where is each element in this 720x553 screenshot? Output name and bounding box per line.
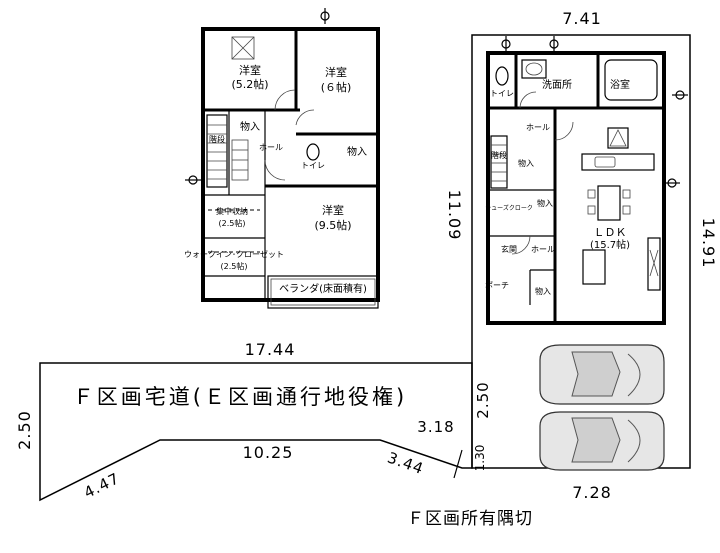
shoe-closet-label: シューズクローク (485, 204, 533, 212)
car-upper (539, 344, 665, 405)
storage-1f-1: 物入 (518, 158, 534, 168)
walk-in-closet-name: ウォークイン･クローゼット (184, 249, 284, 259)
dim-road-inner: 10.25 (243, 443, 294, 462)
veranda-label: ベランダ(床面積有) (279, 282, 367, 295)
dim-road-diag-right: 3.44 (385, 448, 426, 478)
dim-road-top: 17.44 (245, 340, 296, 359)
second-floor-outline (201, 27, 380, 302)
dim-road-left: 2.50 (15, 410, 34, 450)
dim-bottom: 7.28 (572, 483, 612, 502)
stairs-1f (490, 135, 508, 189)
walk-in-closet-size: (2.5帖) (221, 261, 248, 271)
bedroom-ne-name: 洋室 (325, 65, 347, 79)
hall-2f-label: ホール (259, 143, 283, 152)
road-label: Ｆ区画宅道(Ｅ区画通行地役権) (73, 385, 407, 409)
parking-cars (539, 344, 665, 471)
ldk-name: ＬＤＫ (594, 226, 627, 239)
central-storage-name: 集中収納 (216, 206, 248, 216)
storage-1f-3: 物入 (535, 286, 551, 296)
washroom-label: 洗面所 (542, 79, 572, 91)
toilet-2f-label: トイレ (301, 161, 325, 170)
bedroom-ne-size: (６帖) (321, 81, 352, 94)
storage-2f-b: 物入 (347, 145, 367, 158)
veranda (267, 275, 379, 309)
toilet-1f-label: トイレ (490, 89, 514, 98)
dim-road-diag-left: 4.47 (81, 469, 123, 502)
bedroom-nw-size: (5.2帖) (231, 78, 268, 91)
dim-right: 14.91 (699, 218, 718, 269)
second-floor-plan: 洋室 (5.2帖) 洋室 (６帖) 洋室 (9.5帖) 物入 物入 階段 ホール… (184, 8, 380, 309)
corner-cut-label: Ｆ区画所有隅切 (407, 509, 533, 529)
dim-road-width-right: 2.50 (474, 381, 492, 418)
dim-road-right-seg: 3.18 (417, 418, 454, 436)
stairs-2f (206, 114, 249, 188)
dim-left: 11.09 (445, 190, 464, 241)
dimension-labels: 7.41 11.09 14.91 7.28 2.50 1.30 17.44 2.… (15, 9, 718, 502)
storage-1f-2: 物入 (537, 198, 553, 208)
car-lower (539, 411, 665, 471)
bedroom-nw-name: 洋室 (239, 63, 261, 77)
site-and-first-floor: トイレ 洗面所 浴室 階段 ホール ホール 物入 物入 物入 シューズクローク … (471, 34, 691, 469)
stairs-2f-label: 階段 (209, 134, 225, 144)
bedroom-s-name: 洋室 (322, 203, 344, 217)
road-outline (39, 362, 473, 502)
storage-2f-a: 物入 (240, 120, 260, 133)
stairs-1f-label: 階段 (491, 150, 507, 160)
entrance-label: 玄関 (501, 244, 517, 254)
dim-top: 7.41 (562, 9, 602, 28)
central-storage-size: (2.5帖) (219, 218, 246, 228)
hall-1f-n-label: ホール (526, 123, 550, 132)
bath-label: 浴室 (610, 78, 630, 91)
dining-table (587, 185, 631, 221)
porch-label: ポーチ (485, 281, 509, 290)
site-boundary (471, 34, 691, 469)
first-floor-outline (486, 51, 666, 325)
dim-corner-small: 1.30 (473, 445, 487, 472)
sofa (582, 249, 606, 285)
hall-1f-s-label: ホール (531, 245, 555, 254)
ldk-size: (15.7帖) (590, 238, 630, 251)
bedroom-s-size: (9.5帖) (314, 219, 351, 232)
road-parcel (39, 362, 473, 502)
